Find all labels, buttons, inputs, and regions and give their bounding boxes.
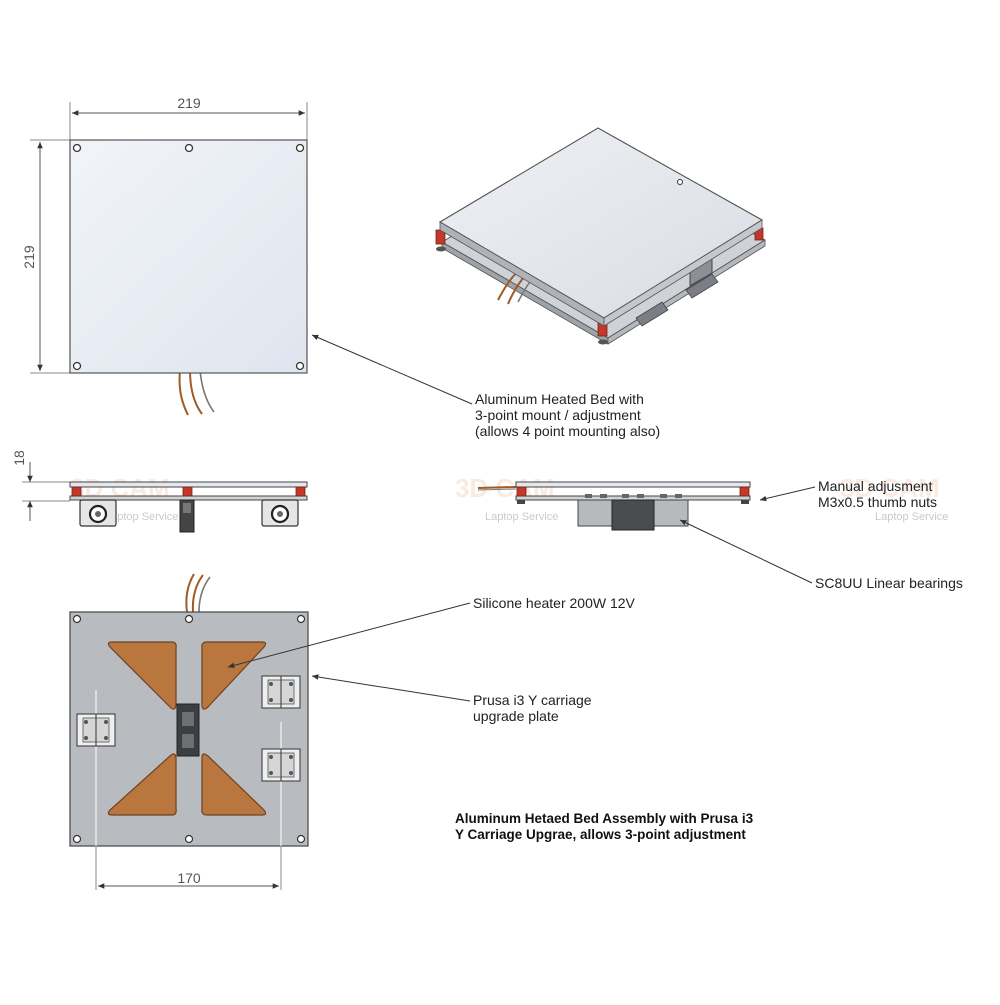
- screw-hole: [296, 614, 306, 624]
- screw-hole: [184, 614, 194, 624]
- caption-line1: Aluminum Hetaed Bed Assembly with Prusa …: [455, 811, 754, 826]
- side-linear-bearing: [261, 499, 299, 527]
- screw-hole: [72, 361, 82, 371]
- screw-hole: [295, 143, 305, 153]
- iso-linear-bearing: [635, 301, 669, 327]
- callout-manual-adjust-line1: Manual adjusment: [818, 478, 933, 494]
- heater-pad: [107, 641, 177, 710]
- caption-line2: Y Carriage Upgrae, allows 3-point adjust…: [455, 827, 746, 842]
- bottom-bearing-right-bottom: [261, 748, 301, 782]
- watermark-sub-3: Laptop Service: [875, 511, 948, 523]
- side-view-front: 18: [11, 450, 308, 533]
- screw-hole: [295, 361, 305, 371]
- side-linear-bearing: [79, 499, 117, 527]
- side2-thumb-nut: [517, 500, 525, 504]
- bottom-bearing-right-top: [261, 675, 301, 709]
- silicone-heater: [107, 641, 267, 816]
- callout-heated-bed-line1: Aluminum Heated Bed with: [475, 391, 644, 407]
- screw-hole: [72, 834, 82, 844]
- isometric-view: [435, 127, 766, 345]
- side2-thumb-nut: [741, 500, 749, 504]
- heater-wire: [199, 369, 215, 413]
- bottom-heater-wire: [198, 576, 211, 613]
- callout-heated-bed-line2: 3-point mount / adjustment: [475, 407, 641, 423]
- side2-linear-bearing: [653, 499, 689, 527]
- heater-pad: [201, 753, 267, 816]
- side-height-dimension: 18: [11, 450, 27, 466]
- callout-linear-bearings: SC8UU Linear bearings: [679, 519, 963, 591]
- watermark-sub-2: Laptop Service: [485, 511, 558, 523]
- screw-hole: [296, 834, 306, 844]
- side2-heated-bed: [515, 481, 751, 488]
- side2-spacer: [516, 486, 527, 497]
- side2-linear-bearing: [577, 499, 613, 527]
- callout-linear-bearings-text: SC8UU Linear bearings: [815, 575, 963, 591]
- side2-carriage-plate: [515, 495, 751, 501]
- screw-hole: [72, 614, 82, 624]
- side-spacer: [71, 486, 82, 497]
- side2-nut-row: [585, 494, 682, 498]
- top-height-dimension: 219: [21, 245, 37, 269]
- iso-linear-bearing: [685, 273, 719, 299]
- heater-pad: [107, 753, 177, 816]
- heater-wire: [178, 369, 189, 416]
- iso-thumb-nut: [598, 339, 608, 345]
- screw-hole: [72, 143, 82, 153]
- top-width-dimension: 219: [177, 95, 201, 111]
- bottom-view: 170: [69, 573, 309, 890]
- bottom-center-bracket: [176, 703, 200, 757]
- side-spacer: [182, 486, 193, 497]
- side-heated-bed: [69, 481, 308, 488]
- assembly-caption: Aluminum Hetaed Bed Assembly with Prusa …: [455, 811, 754, 842]
- bottom-width-dimension: 170: [177, 870, 201, 886]
- side-spacer: [295, 486, 306, 497]
- mounting-holes: [72, 143, 305, 371]
- screw-hole: [184, 143, 194, 153]
- callout-prusa-line2: upgrade plate: [473, 708, 559, 724]
- callout-heated-bed: Aluminum Heated Bed with 3-point mount /…: [311, 334, 660, 439]
- side-view-side: [477, 481, 751, 531]
- callout-silicone-heater-text: Silicone heater 200W 12V: [473, 595, 636, 611]
- iso-heated-bed-top: [438, 127, 764, 319]
- iso-thumb-nut: [436, 246, 446, 252]
- callout-heated-bed-line3: (allows 4 point mounting also): [475, 423, 660, 439]
- top-view: 219 219: [21, 95, 308, 416]
- watermark-sub-1: Laptop Service: [105, 511, 178, 523]
- heater-wire: [189, 369, 203, 415]
- callout-manual-adjust: Manual adjusment M3x0.5 thumb nuts: [759, 478, 937, 510]
- heated-bed-plate: [69, 139, 308, 374]
- screw-hole: [184, 834, 194, 844]
- bottom-heater-wire: [191, 574, 204, 613]
- heater-pad: [201, 641, 267, 710]
- callout-prusa-line1: Prusa i3 Y carriage: [473, 692, 592, 708]
- side2-center-bracket: [611, 499, 655, 531]
- callout-silicone-heater: Silicone heater 200W 12V: [227, 595, 636, 669]
- bottom-heater-wire: [185, 573, 195, 613]
- watermark-text-3: 3D CAM: [840, 473, 940, 503]
- side2-spacer: [739, 486, 750, 497]
- callout-manual-adjust-line2: M3x0.5 thumb nuts: [818, 494, 937, 510]
- iso-screw-hole: [677, 179, 683, 185]
- bottom-screws: [72, 614, 306, 844]
- side-heater-wire: [477, 486, 517, 489]
- bottom-bearing-left: [76, 713, 116, 747]
- callout-prusa-plate: Prusa i3 Y carriage upgrade plate: [311, 674, 592, 724]
